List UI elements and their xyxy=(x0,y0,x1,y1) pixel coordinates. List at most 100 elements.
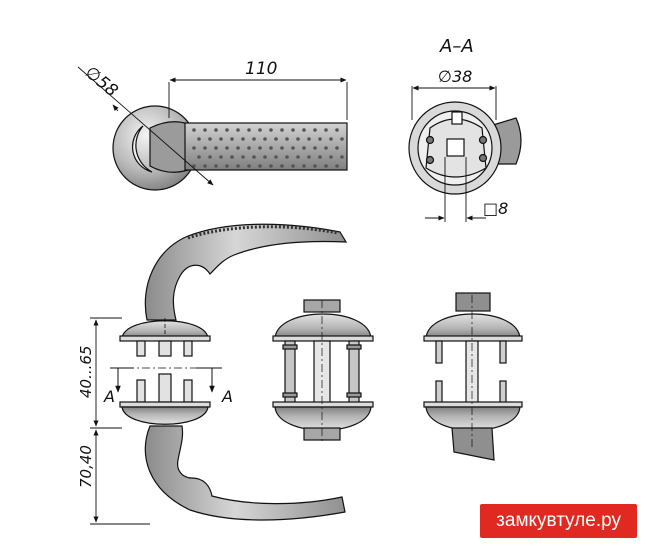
upper-handle xyxy=(144,223,348,321)
lever-dot xyxy=(313,146,317,150)
lever-dot xyxy=(236,164,240,168)
lever-dot xyxy=(269,164,273,168)
lever-dot xyxy=(225,128,229,132)
dim-square xyxy=(425,157,486,222)
lever-dot xyxy=(258,146,262,150)
upper-plate xyxy=(119,335,211,342)
lever-dot xyxy=(324,164,328,168)
middle-lower-dome xyxy=(274,406,372,431)
lever-dot xyxy=(230,155,234,159)
section-label: A–A xyxy=(439,36,474,57)
lever-dot xyxy=(236,128,240,132)
lever-dot xyxy=(208,137,212,141)
lever-dot xyxy=(219,155,223,159)
screw-left-bottom xyxy=(425,155,435,165)
lever-dot xyxy=(192,128,196,132)
screw-right-bottom xyxy=(478,153,488,163)
rosette-crescent xyxy=(131,125,153,173)
lever-dot xyxy=(274,137,278,141)
lever-dot xyxy=(335,128,339,132)
lever-dot xyxy=(263,155,267,159)
dimension-38-label: ∅38 xyxy=(438,67,472,86)
lever-dot xyxy=(280,128,284,132)
right-bar-left xyxy=(435,340,443,364)
cut-a-left-label: A xyxy=(103,387,115,406)
lever-dot xyxy=(269,146,273,150)
lever-dot xyxy=(230,137,234,141)
lever-dot xyxy=(247,146,251,150)
upper-post-right xyxy=(183,340,193,357)
lever-dot xyxy=(263,137,267,141)
lever-dot xyxy=(318,155,322,159)
lever-dot xyxy=(241,155,245,159)
lever-dot xyxy=(258,128,262,132)
dim-110 xyxy=(168,77,348,120)
dim-vertical xyxy=(90,317,150,525)
lever-dot xyxy=(285,155,289,159)
lever-dot xyxy=(307,155,311,159)
right-top-stub xyxy=(455,292,491,312)
lever-dot xyxy=(225,146,229,150)
right-bar-right xyxy=(499,340,507,364)
left-assembly xyxy=(119,223,348,521)
lever-dot xyxy=(197,137,201,141)
watermark-badge[interactable]: замкувтуле.ру xyxy=(480,504,637,538)
dimension-range-label: 40...65 xyxy=(77,346,95,398)
lever-dot xyxy=(203,128,207,132)
lower-dome xyxy=(121,406,209,425)
dimension-square-label: □8 xyxy=(483,199,508,218)
lever-dot xyxy=(313,164,317,168)
lever-dot xyxy=(285,137,289,141)
dimension-110-label: 110 xyxy=(245,59,277,79)
lever-dot xyxy=(214,128,218,132)
upper-post-left xyxy=(136,340,146,357)
lever-dot xyxy=(313,128,317,132)
lever-dot xyxy=(214,164,218,168)
lever-dot xyxy=(203,164,207,168)
lever-dot xyxy=(252,155,256,159)
right-assembly xyxy=(423,292,523,461)
dimension-length-label: 70,40 xyxy=(77,445,95,488)
lever-dot xyxy=(252,137,256,141)
lever-dot xyxy=(214,146,218,150)
lever-dot xyxy=(340,137,344,141)
lower-post-center xyxy=(158,373,172,403)
section-view xyxy=(408,101,522,195)
lever-dot xyxy=(329,137,333,141)
lever-dot xyxy=(302,146,306,150)
dimension-58-label: ∅58 xyxy=(81,63,122,102)
lever-dot xyxy=(335,164,339,168)
lever-dot xyxy=(307,137,311,141)
lever-dot xyxy=(247,128,251,132)
middle-upper-dome xyxy=(274,313,372,339)
lever-bar xyxy=(184,122,348,171)
upper-handle-grip xyxy=(187,225,339,240)
lever-dot xyxy=(258,164,262,168)
lever-dot xyxy=(335,146,339,150)
latch-top xyxy=(451,111,463,125)
lever-dot xyxy=(236,146,240,150)
lever-dot xyxy=(241,137,245,141)
lever-dot xyxy=(192,164,196,168)
lever-dot xyxy=(280,146,284,150)
lever-dot xyxy=(302,128,306,132)
cut-lines xyxy=(110,367,222,393)
lower-post-left xyxy=(136,379,146,403)
screw-right-top xyxy=(478,135,488,145)
middle-assembly xyxy=(272,299,374,442)
lever-dot xyxy=(324,146,328,150)
lever-dot xyxy=(203,146,207,150)
lever-dot xyxy=(340,155,344,159)
lever-dot xyxy=(324,128,328,132)
upper-dome xyxy=(121,320,209,339)
spindle-square xyxy=(446,138,465,157)
lower-plate xyxy=(119,401,211,408)
top-view-lever xyxy=(112,105,348,191)
lever-dot xyxy=(269,128,273,132)
lever-dot xyxy=(291,146,295,150)
lever-dot xyxy=(291,164,295,168)
lever-dot xyxy=(302,164,306,168)
lever-dot xyxy=(225,164,229,168)
lever-dot xyxy=(197,155,201,159)
